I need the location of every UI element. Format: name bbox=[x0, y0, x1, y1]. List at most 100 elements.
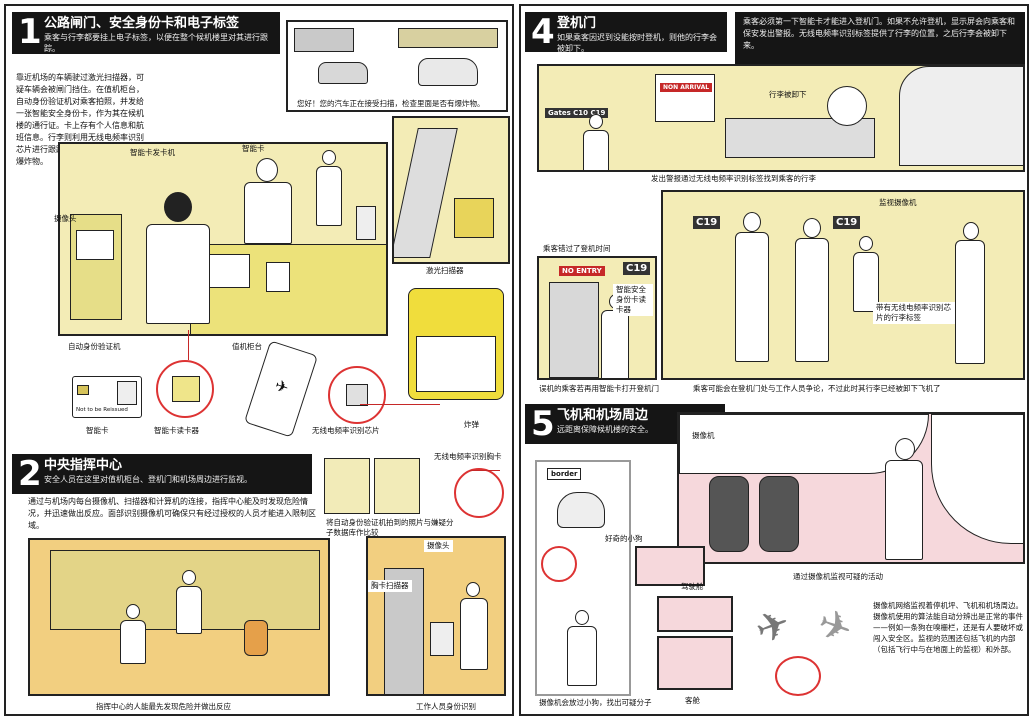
fence-camera-circle bbox=[541, 546, 577, 582]
missed-caption: 乘客错过了登机时间 bbox=[543, 244, 611, 253]
connector-line bbox=[188, 330, 189, 360]
dog-caption: 好奇的小狗 bbox=[605, 534, 643, 543]
label-smartcard: 智能卡 bbox=[242, 144, 265, 153]
worker-head bbox=[895, 438, 915, 460]
surveillance-caption: 通过摄像机监视可疑的活动 bbox=[793, 572, 883, 581]
passenger-body bbox=[146, 224, 210, 324]
label-rfid-chip: 无线电频率识别芯片 bbox=[312, 426, 380, 435]
gate-door bbox=[549, 282, 599, 378]
connector-line bbox=[360, 404, 440, 405]
passenger-1-head bbox=[743, 212, 761, 232]
intruder-body bbox=[567, 626, 597, 686]
label-surveillance-cam: 监视摄像机 bbox=[879, 198, 917, 207]
section-2-header: 2 中央指挥中心 安全人员在这里对值机柜台、登机门和机场周边进行监视。 bbox=[12, 454, 312, 494]
rfid-badge-circle bbox=[454, 468, 504, 518]
section-title: 飞机和机场周边 bbox=[557, 408, 649, 423]
label-cabin: 客舱 bbox=[685, 696, 700, 705]
face-photo-2 bbox=[374, 458, 420, 514]
card-text: Not to be Reissued bbox=[76, 407, 128, 413]
worker-body bbox=[885, 460, 923, 560]
passenger-head bbox=[589, 114, 603, 129]
passenger-2-head bbox=[803, 218, 821, 238]
card-photo bbox=[117, 381, 137, 405]
section-number: 1 bbox=[18, 12, 42, 52]
late-passenger-body bbox=[601, 310, 629, 378]
gate-c19-left: NO ENTRY C19 bbox=[537, 256, 657, 380]
airplane-icon: ✈ bbox=[811, 599, 859, 655]
conveyor-panel bbox=[392, 116, 510, 264]
label-cockpit-top: 驾驶舱 bbox=[681, 582, 704, 591]
rfid-chip-circle bbox=[328, 366, 386, 424]
landing-wheel-1 bbox=[709, 476, 749, 552]
section-5-paragraph: 摄像机网络监视着停机坪、飞机和机场周边。摄像机使用的算法能自动分辨出是正常的事件… bbox=[873, 601, 1023, 654]
screen-alert: NON ARRIVAL bbox=[660, 83, 713, 92]
section-1-header: 1 公路闸门、安全身份卡和电子标签 乘客与行李都要挂上电子标签，以便在整个候机楼… bbox=[12, 12, 280, 54]
agent-head bbox=[859, 236, 873, 251]
label-auto-id: 自动身份验证机 bbox=[68, 342, 121, 351]
aircraft-surveillance bbox=[677, 412, 1025, 564]
gate-c19-sign-2: C19 bbox=[693, 216, 721, 229]
face-caption: 将自动身份验证机拍到的照片与嫌疑分子数据库作比较 bbox=[326, 518, 454, 537]
no-entry-sign: NO ENTRY bbox=[559, 266, 605, 276]
aircraft-engine bbox=[827, 86, 867, 126]
staff-caption: 工作人员身份识别 bbox=[416, 702, 476, 711]
right-half: 4 登机门 如果乘客因迟到没能按时登机，则他的行李会被卸下。 乘客必须第一下智能… bbox=[519, 4, 1029, 716]
scanner-unit bbox=[454, 198, 494, 238]
gate-c19-sign: C19 bbox=[623, 262, 651, 275]
operator-2-body bbox=[176, 586, 202, 634]
gate-scene-top: Gates C10 C19 NON ARRIVAL 行李被卸下 bbox=[537, 64, 1025, 172]
car-illustration bbox=[418, 58, 478, 86]
command-caption: 指挥中心的人能最先发现危险并做出反应 bbox=[96, 702, 231, 711]
airplane-icon: ✈ bbox=[749, 599, 797, 655]
late-caption: 误机的乘客若再用智能卡打开登机门 bbox=[539, 384, 659, 393]
agent-body bbox=[853, 252, 879, 312]
small-scene bbox=[635, 546, 705, 586]
section-title: 登机门 bbox=[557, 16, 597, 31]
label-bag-unload: 行李被卸下 bbox=[769, 90, 807, 99]
argue-caption: 乘客可能会在登机门处与工作人员争论，不过此时其行李已经被卸下飞机了 bbox=[693, 384, 941, 393]
label-smartcard-issuer: 智能卡发卡机 bbox=[130, 148, 175, 157]
camera-circle bbox=[775, 656, 821, 696]
staff-body bbox=[460, 598, 488, 670]
intruder-head bbox=[575, 610, 589, 625]
cabin-view bbox=[657, 636, 733, 690]
laser-gate bbox=[398, 28, 498, 48]
passenger-body bbox=[583, 130, 609, 170]
section-title: 中央指挥中心 bbox=[44, 458, 123, 473]
section-2-paragraph: 通过与机场内每台摄像机、扫描器和计算机的连接，指挥中心能及时发现危险情况，并迅速… bbox=[28, 497, 316, 530]
label-badge-reader: 胸卡扫描器 bbox=[368, 580, 412, 592]
suitcase bbox=[356, 206, 376, 240]
face-photo-1 bbox=[324, 458, 370, 514]
section-subtitle: 安全人员在这里对值机柜台、登机门和机场周边进行监视。 bbox=[44, 475, 252, 484]
luggage-tag: ✈ bbox=[243, 340, 319, 438]
section-number: 5 bbox=[531, 404, 555, 444]
gate-c19-sign-3: C19 bbox=[833, 216, 861, 229]
label-card-reader: 智能卡读卡器 bbox=[154, 426, 199, 435]
kiosk-screen bbox=[76, 230, 114, 260]
office-chair bbox=[244, 620, 268, 656]
command-center-panel bbox=[28, 538, 330, 696]
traveler-head bbox=[322, 150, 336, 165]
border-sign: border bbox=[547, 468, 582, 480]
alert-screen: NON ARRIVAL bbox=[655, 74, 715, 122]
gate-argue-scene: C19 C19 bbox=[661, 190, 1025, 380]
bomb-suitcase bbox=[404, 282, 510, 412]
traveler-body bbox=[316, 166, 342, 226]
label-smartcard-2: 智能卡 bbox=[86, 426, 109, 435]
trash-bin bbox=[430, 622, 454, 656]
left-half: 1 公路闸门、安全身份卡和电子标签 乘客与行李都要挂上电子标签，以便在整个候机楼… bbox=[4, 4, 514, 716]
section-4-paragraph-box: 乘客必须第一下智能卡才能进入登机门。如果不允许登机，显示屏会向乘客和保安发出警报… bbox=[735, 12, 1025, 64]
passenger-3-head bbox=[963, 222, 979, 240]
rfid-chip bbox=[346, 384, 368, 406]
section-4-paragraph: 乘客必须第一下智能卡才能进入登机门。如果不允许登机，显示屏会向乘客和保安发出警报… bbox=[743, 17, 1015, 50]
section-4-header: 4 登机门 如果乘客因迟到没能按时登机，则他的行李会被卸下。 bbox=[525, 12, 727, 53]
card-chip bbox=[77, 385, 89, 395]
label-laser-scanner: 激光扫描器 bbox=[426, 266, 464, 275]
section-5-header: 5 飞机和机场周边 远距离保障候机楼的安全。 bbox=[525, 404, 725, 444]
airplane-icon: ✈ bbox=[272, 375, 292, 398]
desk-monitor bbox=[206, 254, 250, 288]
label-camera: 摄像头 bbox=[54, 214, 77, 223]
section-title: 公路闸门、安全身份卡和电子标签 bbox=[44, 16, 240, 31]
jet-engine bbox=[931, 414, 1023, 544]
